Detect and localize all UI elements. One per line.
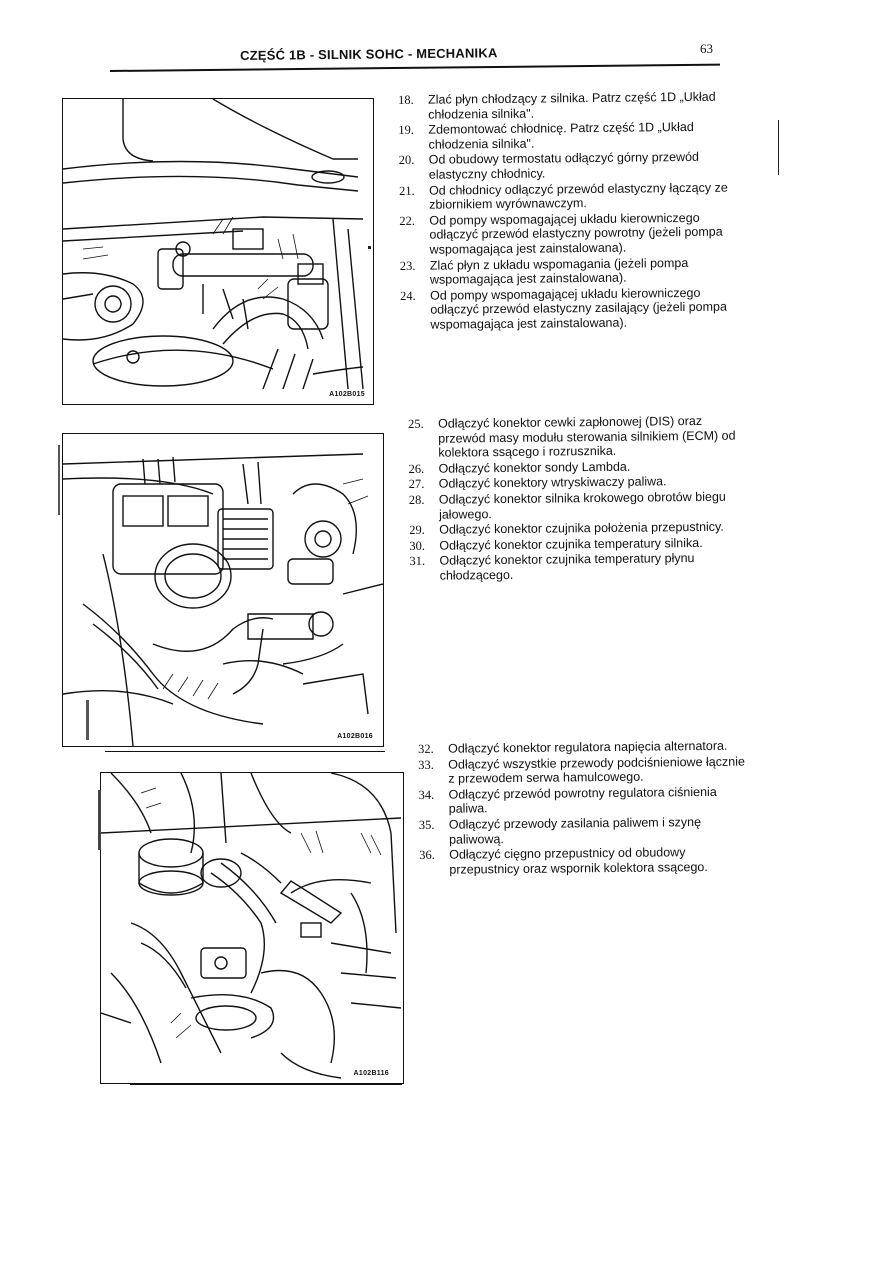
- page-number: 63: [700, 41, 713, 56]
- list-item: 18.Zlać płyn chłodzący z silnika. Patrz …: [398, 89, 716, 122]
- engine-illustration-2: [63, 453, 383, 746]
- scan-speck: [98, 790, 101, 850]
- list-item: 31.Odłączyć konektor czujnika temperatur…: [409, 551, 695, 583]
- page-header-title: CZĘŚĆ 1B - SILNIK SOHC - MECHANIKA: [240, 45, 498, 63]
- figure-code-2: A102B016: [337, 733, 373, 740]
- scan-speck: [58, 445, 60, 515]
- scan-speck: [86, 700, 89, 740]
- figure-code-3: A102B116: [353, 1070, 389, 1077]
- figure-cooling-hoses: A102B015: [62, 98, 374, 405]
- steps-list-2: 25.Odłączyć konektor cewki zapłonowej (D…: [408, 414, 740, 585]
- list-item: 24.Od pompy wspomagającej układu kierown…: [400, 285, 727, 332]
- scan-speck: [368, 246, 371, 249]
- steps-list-3: 32.Odłączyć konektor regulatora napięcia…: [418, 739, 749, 879]
- list-item: 28.Odłączyć konektor silnika krokowego o…: [408, 489, 726, 522]
- list-item: 19.Zdemontować chłodnicę. Patrz część 1D…: [398, 120, 694, 152]
- list-item: 36.Odłączyć cięgno przepustnicy od obudo…: [419, 845, 708, 877]
- list-item: 33.Odłączyć wszystkie przewody podciśnie…: [418, 754, 745, 786]
- list-item: 21.Od chłodnicy odłączyć przewód elastyc…: [398, 180, 728, 212]
- figure-2-underline: [105, 751, 385, 752]
- figure-fuel-lines: A102B116: [100, 772, 404, 1084]
- engine-illustration-3: [101, 773, 402, 1079]
- list-item: 25.Odłączyć konektor cewki zapłonowej (D…: [408, 413, 736, 460]
- list-item: 34.Odłączyć przewód powrotny regulatora …: [418, 784, 717, 817]
- list-item: 22.Od pompy wspomagającej układu kierown…: [399, 210, 723, 257]
- figure-throttle-body: A102B016: [62, 433, 384, 747]
- list-item: 35.Odłączyć przewody zasilania paliwem i…: [418, 815, 702, 847]
- margin-mark: [778, 120, 779, 175]
- list-item: 23.Zlać płyn z układu wspomagania (jeżel…: [399, 255, 689, 287]
- list-item: 20.Od obudowy termostatu odłączyć górny …: [398, 150, 700, 182]
- figure-3-underline: [130, 1084, 402, 1085]
- steps-list-1: 18.Zlać płyn chłodzący z silnika. Patrz …: [398, 90, 731, 334]
- engine-illustration-1: [63, 99, 364, 390]
- header-rule: [110, 63, 720, 72]
- figure-code-1: A102B015: [329, 391, 365, 398]
